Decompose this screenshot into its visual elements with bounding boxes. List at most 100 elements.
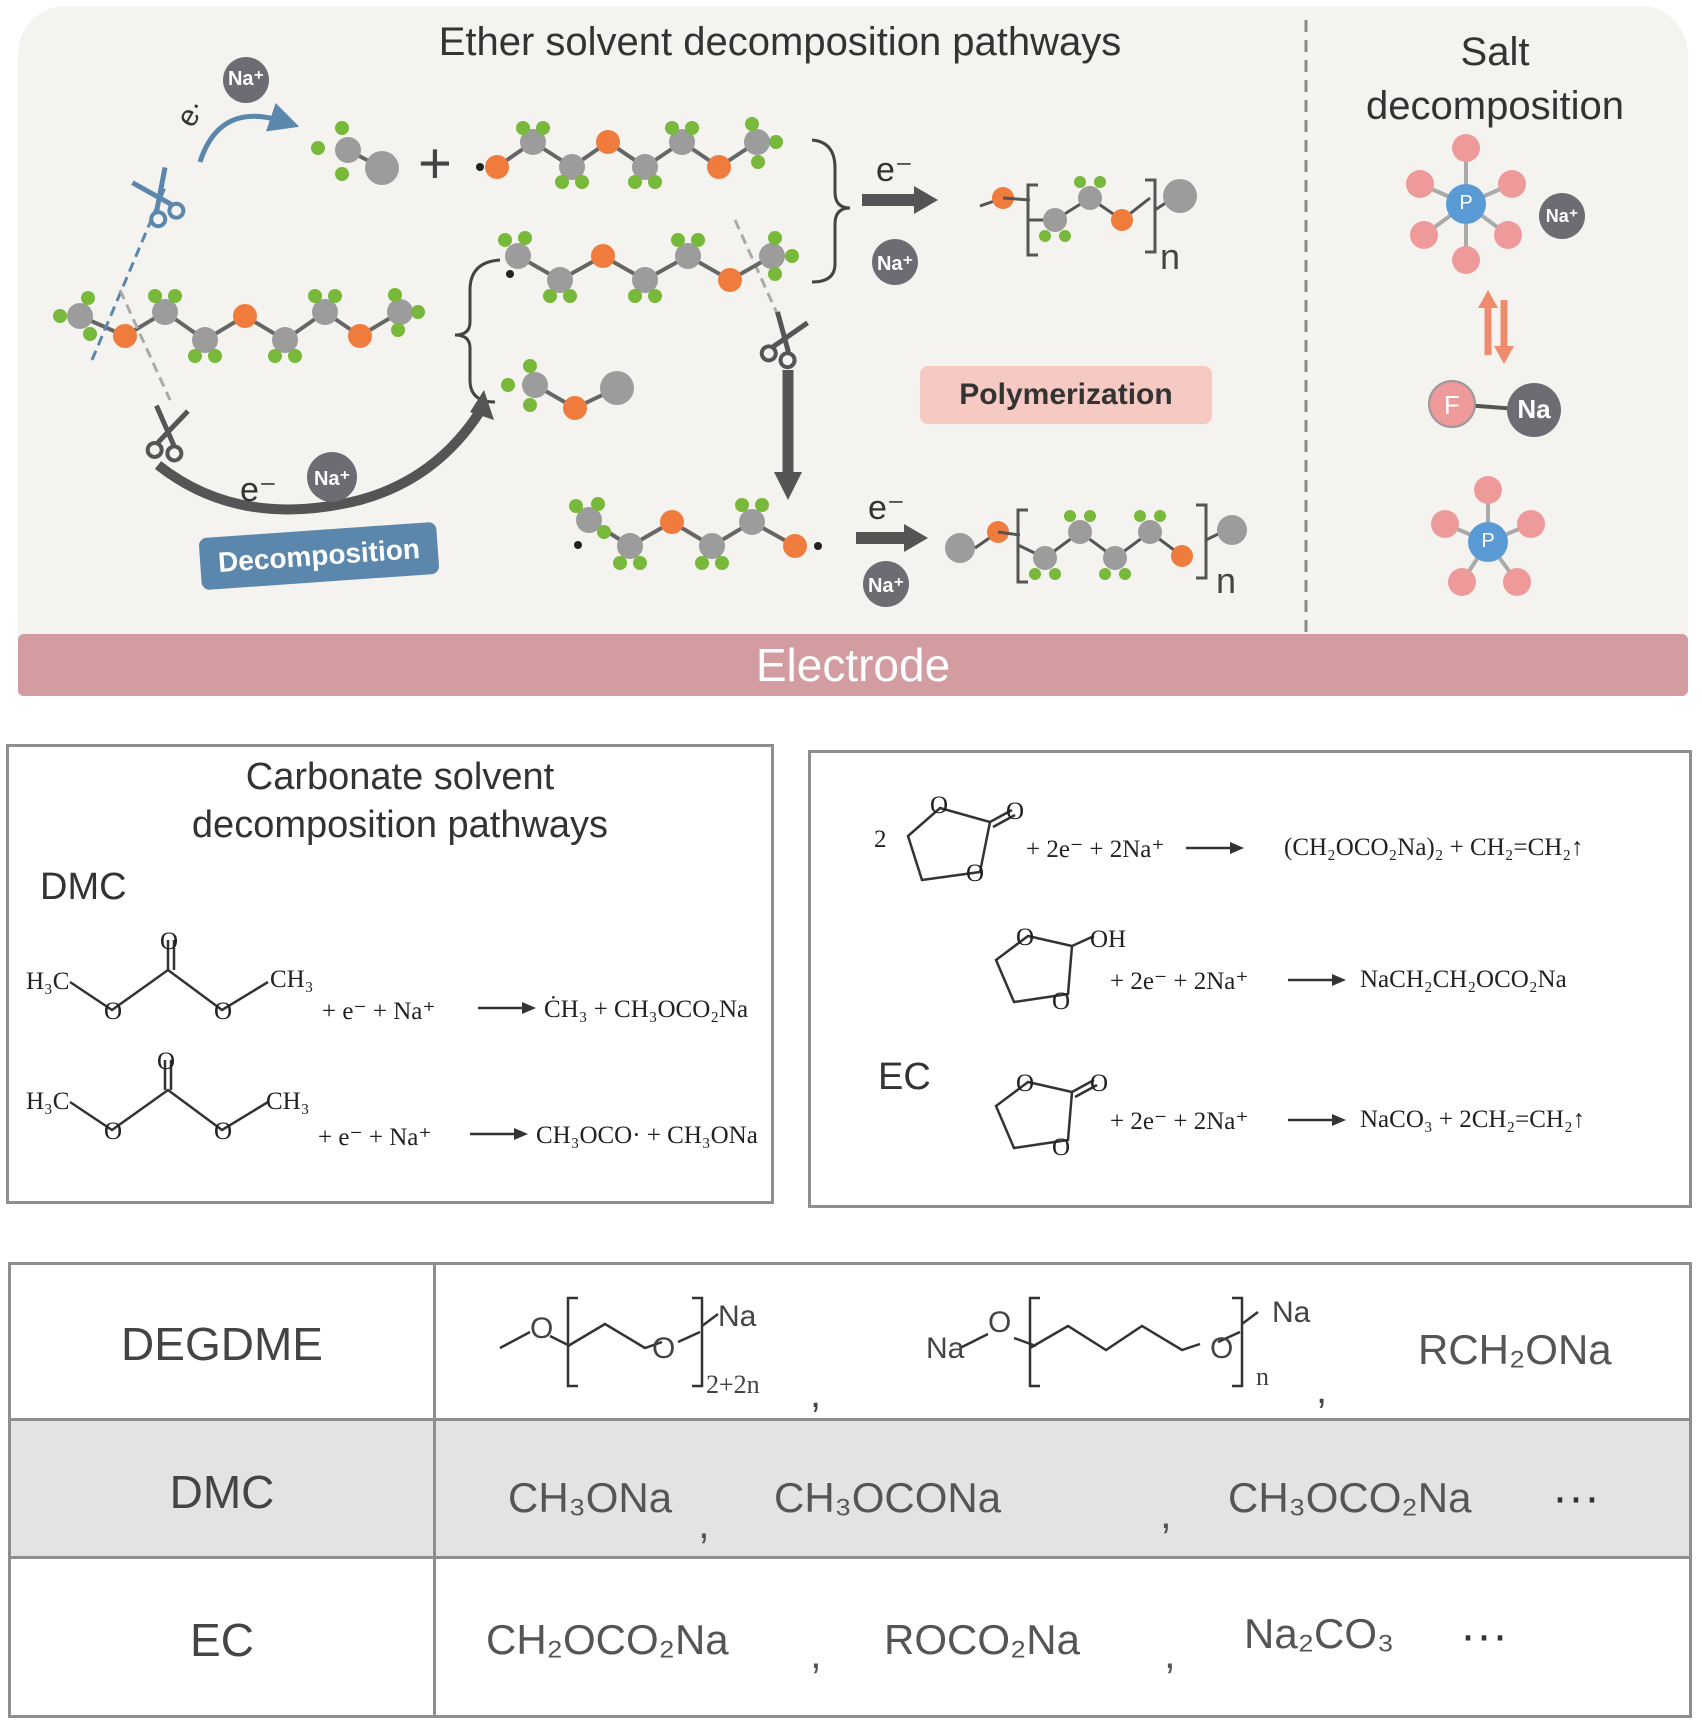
h3c-group: H₃C	[26, 968, 70, 995]
polymerization-label: Polymerization	[920, 366, 1212, 424]
scissors-icon	[131, 166, 186, 229]
dmc-reaction-box	[6, 744, 774, 1204]
ec-r1-products: (CH₂OCO₂Na)₂ + CH₂=CH₂↑	[1284, 834, 1584, 861]
repeat-subscript: 2+2n	[706, 1370, 760, 1399]
ring-oxygen: O	[1052, 988, 1071, 1015]
ec-reaction-box	[808, 750, 1692, 1208]
electron-label: e⁻	[868, 489, 905, 527]
product-cell: CH₃ONa	[508, 1474, 673, 1521]
product-cell: CH₃OCONa	[774, 1474, 1002, 1521]
pf5-bottom	[1431, 476, 1545, 596]
ec-structures	[906, 806, 1346, 1150]
degdme-structures	[499, 1296, 1259, 1388]
ring-oxygen: O	[966, 860, 985, 887]
dmc-r2-reactants: + e⁻ + Na⁺	[318, 1124, 432, 1151]
sodium-end: Na	[926, 1332, 965, 1365]
electron-label: e⁻	[876, 151, 913, 189]
scissors-icon	[759, 311, 809, 370]
row-label: EC	[190, 1614, 254, 1666]
methoxide-fragment	[501, 359, 634, 420]
ec-r1-reactants: + 2e⁻ + 2Na⁺	[1026, 836, 1165, 863]
phosphorus-atom: P	[1481, 530, 1495, 552]
ring-oxygen: O	[930, 792, 949, 819]
ch3-group: CH₃	[266, 1088, 310, 1115]
sodium-atom: Na	[1517, 394, 1551, 424]
ether-oxygen: O	[104, 998, 123, 1025]
dmc-r1-products: ĊH₃ + CH₃OCO₂Na	[544, 996, 749, 1023]
dmc-label: DMC	[40, 866, 127, 908]
carbonyl-oxygen: O	[160, 928, 179, 955]
product-cell: CH₃OCO₂Na	[1228, 1474, 1472, 1521]
table-row: EC	[11, 1559, 1689, 1715]
ellipsis: ···	[1552, 1471, 1600, 1524]
salt-title-line1: Salt	[1460, 30, 1530, 74]
carbonyl-oxygen: O	[1006, 798, 1025, 825]
oxygen-atom: O	[530, 1312, 554, 1345]
table-row: DMC	[11, 1421, 1689, 1559]
product-cell: RCH₂ONa	[1418, 1326, 1612, 1373]
carbonyl-oxygen: O	[157, 1048, 176, 1075]
hydroxyl-group: OH	[1090, 926, 1127, 953]
ring-oxygen: O	[1052, 1134, 1071, 1161]
carbonate-title-line2: decomposition pathways	[191, 804, 609, 846]
column-divider	[433, 1265, 436, 1715]
ring-oxygen: O	[1016, 1070, 1035, 1097]
ec-label: EC	[878, 1056, 931, 1098]
row-label: DEGDME	[121, 1318, 323, 1370]
radical-fragment-middle	[498, 231, 799, 303]
sodium-ion: Na⁺	[1545, 206, 1579, 226]
ec-r3-reactants: + 2e⁻ + 2Na⁺	[1110, 1108, 1249, 1135]
fluorine-atom: F	[1444, 390, 1460, 420]
methyl-fragment	[311, 121, 399, 185]
product-cell: CH₂OCO₂Na	[486, 1616, 729, 1663]
oxygen-atom: O	[1210, 1332, 1234, 1365]
sodium-ion: Na⁺	[313, 468, 351, 490]
sodium-end: Na	[1272, 1296, 1311, 1329]
carbonyl-oxygen: O	[1090, 1070, 1109, 1097]
products-table: DEGDME DMC EC	[8, 1262, 1692, 1718]
row-label: DMC	[169, 1466, 275, 1518]
salt-title-line2: decomposition	[1366, 84, 1624, 128]
ellipsis: ···	[1460, 1609, 1508, 1662]
radical-fragment-top	[476, 117, 783, 189]
comma: ,	[810, 1630, 822, 1677]
product-cell: Na₂CO₃	[1244, 1610, 1395, 1657]
comma: ,	[698, 1500, 710, 1547]
repeat-subscript: n	[1256, 1362, 1269, 1391]
sodium-ion: Na⁺	[227, 68, 265, 90]
electron-label: e⁻	[240, 471, 277, 509]
ether-molecule	[53, 288, 425, 363]
naf-product	[1428, 380, 1561, 437]
table-row: DEGDME	[11, 1265, 1689, 1421]
polymer-product-bottom	[945, 503, 1247, 584]
repeat-n: n	[1160, 236, 1181, 277]
scissors-icon	[145, 404, 190, 463]
electrode-bar: Electrode	[18, 634, 1688, 696]
ec-r3-products: NaCO₃ + 2CH₂=CH₂↑	[1360, 1106, 1586, 1133]
plus-sign: +	[418, 131, 452, 196]
sodium-ion: Na⁺	[867, 575, 905, 597]
h3c-group: H₃C	[26, 1088, 70, 1115]
phosphorus-atom: P	[1459, 192, 1473, 214]
ch3-group: CH₃	[270, 966, 314, 993]
comma: ,	[1316, 1368, 1328, 1412]
ether-title: Ether solvent decomposition pathways	[438, 20, 1122, 64]
product-cell: ROCO₂Na	[884, 1616, 1080, 1663]
oxygen-atom: O	[652, 1332, 676, 1365]
sodium-end: Na	[718, 1300, 757, 1333]
ring-oxygen: O	[1016, 924, 1035, 951]
ether-oxygen: O	[214, 998, 233, 1025]
ec-coefficient: 2	[874, 826, 887, 853]
ether-oxygen: O	[104, 1118, 123, 1145]
ec-r2-products: NaCH₂CH₂OCO₂Na	[1360, 966, 1567, 993]
comma: ,	[810, 1372, 822, 1416]
polymer-product-top	[979, 176, 1197, 257]
comma: ,	[1164, 1630, 1176, 1677]
oxygen-atom: O	[988, 1306, 1012, 1339]
ether-scheme	[53, 20, 1585, 634]
ether-oxygen: O	[214, 1118, 233, 1145]
dmc-structures	[69, 940, 536, 1140]
sodium-ion: Na⁺	[876, 253, 914, 275]
comma: ,	[1160, 1490, 1172, 1537]
carbonate-title-line1: Carbonate solvent	[245, 756, 555, 798]
